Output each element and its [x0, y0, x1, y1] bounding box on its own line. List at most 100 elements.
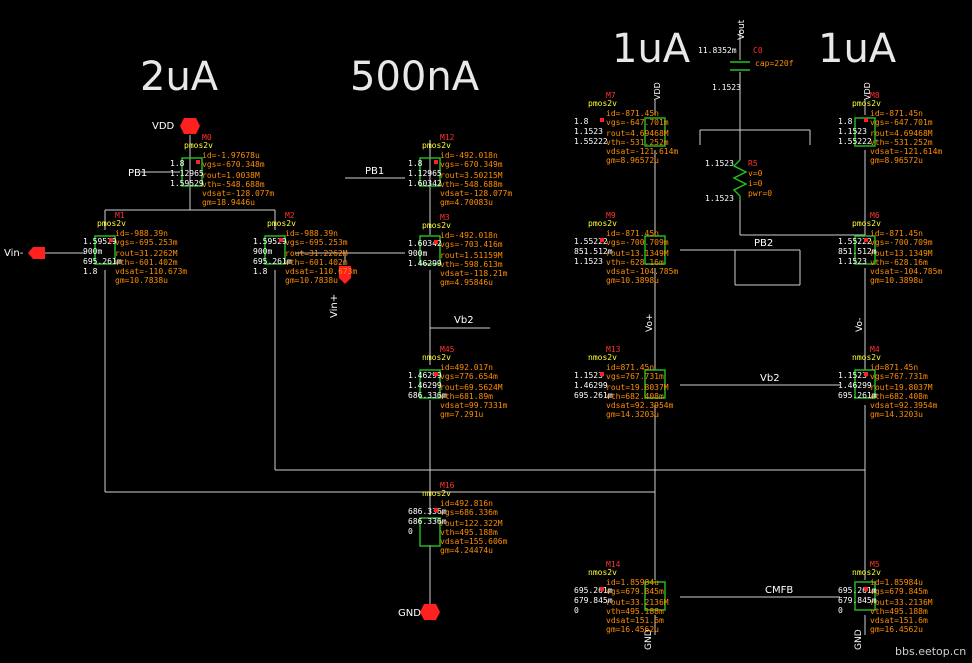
net-pb1-mid: PB1	[365, 166, 384, 177]
device-param-3: vth=682.408m	[606, 392, 664, 401]
vin-minus-pin-icon[interactable]	[28, 247, 45, 259]
device-cell-name: nmos2v	[422, 353, 451, 362]
device-param-2: rout=19.8037M	[870, 383, 933, 392]
device-node-voltage: 686.336m	[408, 391, 447, 400]
device-cell-name: pmos2v	[97, 219, 126, 228]
device-param-2: rout=4.69468M	[606, 129, 669, 138]
device-param-2: rout=13.1349M	[606, 249, 669, 258]
device-inst-name: M8	[870, 91, 880, 100]
device-node-voltage: 1.8	[253, 267, 268, 276]
device-param-2: rout=33.2136M	[870, 598, 933, 607]
device-cell-name: pmos2v	[852, 99, 881, 108]
device-node-voltage: 1.12965	[170, 169, 204, 178]
device-param-5: gm=10.3898u	[606, 276, 659, 285]
device-node-voltage: 695.261m	[574, 391, 613, 400]
device-inst-name: M14	[606, 560, 621, 569]
device-param-0: id=-1.97678u	[202, 151, 260, 160]
device-param-5: gm=16.4562u	[606, 625, 659, 634]
device-param-0: id=-492.018n	[440, 151, 498, 160]
device-param-0: id=-871.45n	[870, 229, 923, 238]
device-cell-name: nmos2v	[422, 489, 451, 498]
device-terminal-marker	[864, 238, 868, 242]
device-node-voltage: 686.336m	[408, 507, 447, 516]
device-terminal-marker	[864, 587, 868, 591]
device-param-4: vdsat=151.6m	[606, 616, 664, 625]
device-cell-name: nmos2v	[588, 568, 617, 577]
device-param-2: rout=3.50215M	[440, 171, 503, 180]
device-param-3: vth=-601.402m	[115, 258, 178, 267]
device-param-0: id=-871.45n	[606, 109, 659, 118]
cap-node-voltage: 1.1523	[712, 83, 741, 92]
device-param-4: vdsat=-121.614m	[870, 147, 942, 156]
device-param-1: vgs=-700.709m	[870, 238, 933, 247]
device-param-1: vgs=-700.709m	[606, 238, 669, 247]
device-cell-name: pmos2v	[588, 99, 617, 108]
device-param-2: rout=19.8037M	[606, 383, 669, 392]
device-inst-name: M0	[202, 133, 212, 142]
device-node-voltage: 1.55222	[574, 237, 608, 246]
device-param-2: rout=13.1349M	[870, 249, 933, 258]
device-param-3: vth=-598.613m	[440, 260, 503, 269]
device-param-2: rout=31.2262M	[285, 249, 348, 258]
cap-inst: C0	[753, 46, 763, 55]
vdd-col3-label: VDD	[653, 82, 662, 100]
device-param-1: vgs=-670.348m	[202, 160, 265, 169]
device-param-3: vth=495.188m	[870, 607, 928, 616]
device-node-voltage: 1.59529	[253, 237, 287, 246]
device-cell-name: pmos2v	[422, 221, 451, 230]
device-param-4: vdsat=99.7331m	[440, 401, 508, 410]
device-node-voltage: 1.46299	[408, 371, 442, 380]
device-cell-name: nmos2v	[588, 353, 617, 362]
device-param-0: id=-492.018n	[440, 231, 498, 240]
device-terminal-marker	[600, 238, 604, 242]
device-inst-name: M7	[606, 91, 616, 100]
device-param-0: id=-871.45n	[606, 229, 659, 238]
device-terminal-marker	[864, 118, 868, 122]
device-param-0: id=-988.39n	[285, 229, 338, 238]
device-node-voltage: 1.8	[170, 159, 185, 168]
header-1uA-left: 1uA	[612, 26, 691, 72]
device-param-1: vgs=-647.701m	[870, 118, 933, 127]
device-param-5: gm=14.3203u	[606, 410, 659, 419]
device-node-voltage: 851.512m	[574, 247, 613, 256]
device-param-2: rout=4.69468M	[870, 129, 933, 138]
device-node-voltage: 1.55222	[574, 137, 608, 146]
device-param-4: vdsat=92.3954m	[870, 401, 938, 410]
device-node-voltage: 0	[408, 527, 413, 536]
device-terminal-marker	[600, 587, 604, 591]
device-cell-name: nmos2v	[852, 353, 881, 362]
vdd-col4-label: VDD	[863, 82, 872, 100]
net-vb2-mid: Vb2	[454, 315, 474, 326]
device-param-3: vth=495.188m	[606, 607, 664, 616]
device-param-2: rout=69.5624M	[440, 383, 503, 392]
device-param-0: id=871.45n	[870, 363, 918, 372]
device-node-voltage: 1.8	[574, 117, 589, 126]
device-inst-name: M12	[440, 133, 455, 142]
cap-value: cap=220f	[755, 59, 794, 68]
res-line-2: pwr=0	[748, 189, 772, 198]
cap-vout-voltage: 11.8352m	[698, 46, 737, 55]
vdd-pin-icon[interactable]	[180, 118, 200, 134]
device-param-3: vth=-628.16m	[870, 258, 928, 267]
device-node-voltage: 695.261m	[838, 391, 877, 400]
device-terminal-marker	[600, 118, 604, 122]
device-annotations: pmos2vM0id=-1.97678uvgs=-670.348mrout=1.…	[83, 91, 942, 634]
device-param-1: vgs=-703.416m	[440, 240, 503, 249]
device-node-voltage: 900m	[83, 247, 102, 256]
vin-plus-pin-icon[interactable]	[339, 266, 351, 284]
device-param-1: vgs=767.731m	[870, 372, 928, 381]
device-cell-name: pmos2v	[852, 219, 881, 228]
device-param-1: vgs=-670.349m	[440, 160, 503, 169]
device-terminal-marker	[434, 160, 438, 164]
device-node-voltage: 1.8	[838, 117, 853, 126]
device-param-4: vdsat=-110.673m	[115, 267, 187, 276]
device-node-voltage: 1.1523	[574, 257, 603, 266]
device-param-3: vth=-601.402m	[285, 258, 348, 267]
device-param-3: vth=-548.688m	[440, 180, 503, 189]
device-node-voltage: 1.46299	[838, 381, 872, 390]
device-param-2: rout=1.51159M	[440, 251, 503, 260]
gnd-pin-icon[interactable]	[420, 604, 440, 620]
device-cell-name: pmos2v	[267, 219, 296, 228]
device-param-5: gm=4.70083u	[440, 198, 493, 207]
